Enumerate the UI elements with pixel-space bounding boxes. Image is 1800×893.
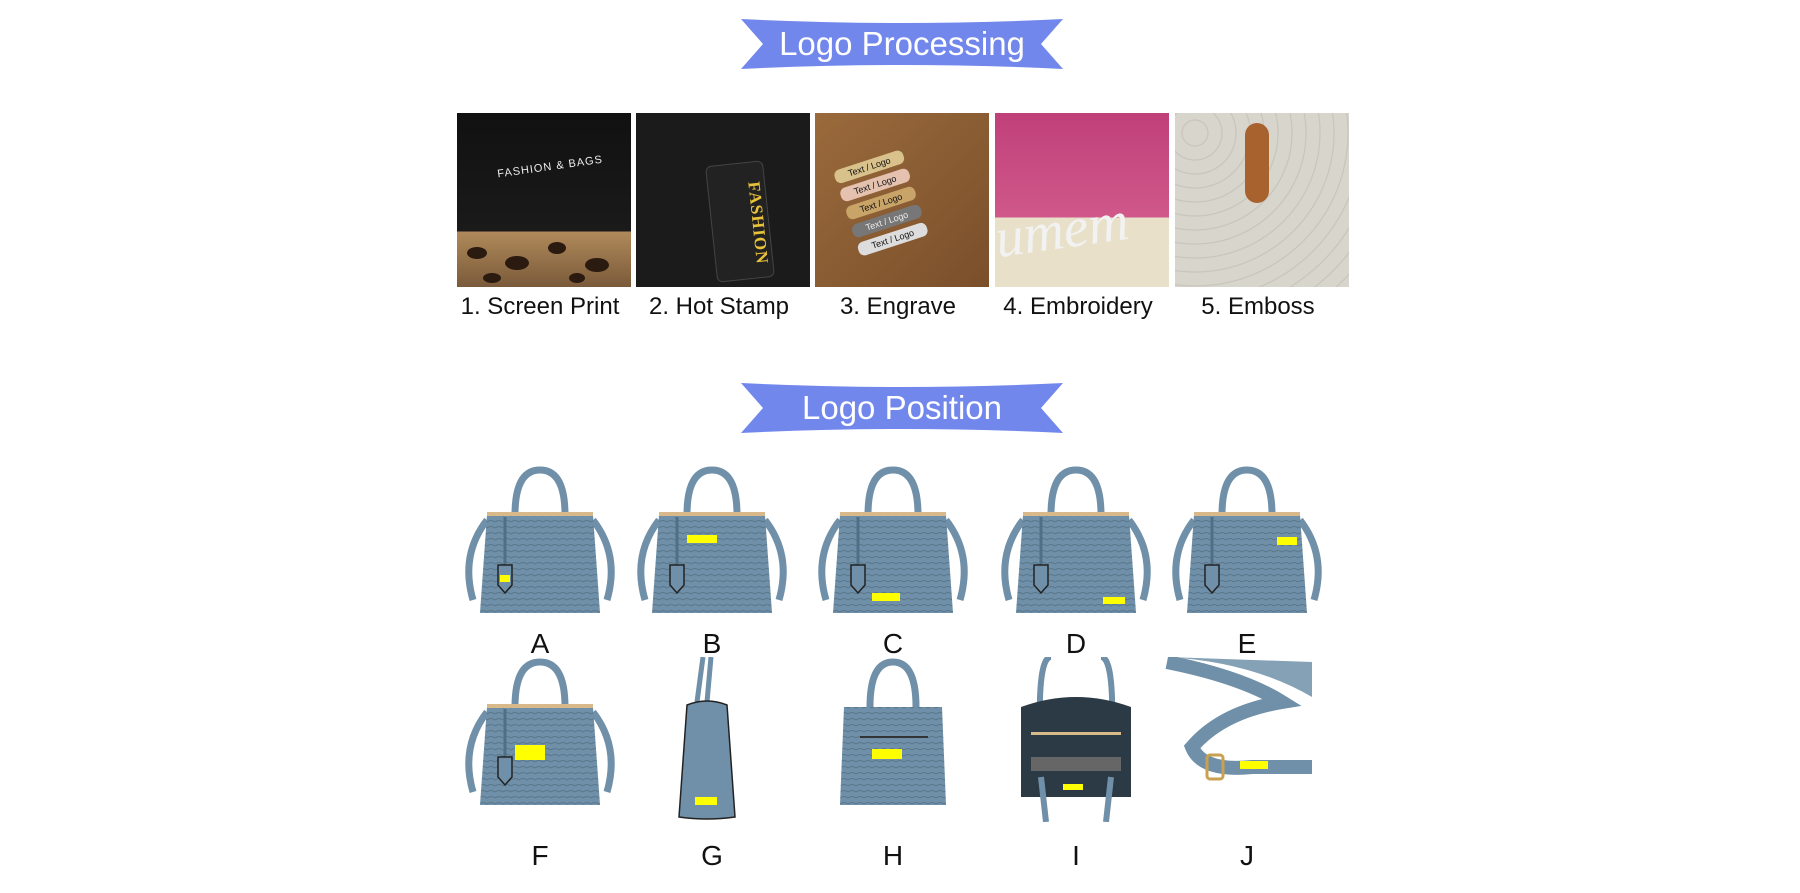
logo-position-marker xyxy=(872,593,900,601)
engrave-photo: Text / Logo Text / Logo Text / Logo Text… xyxy=(815,113,989,287)
bag-position-a xyxy=(455,465,625,630)
logo-position-marker xyxy=(1063,784,1083,790)
bag-position-g xyxy=(627,656,797,822)
logo-processing-banner: Logo Processing xyxy=(741,17,1063,71)
screen-print-photo: FASHION & BAGS xyxy=(457,113,631,287)
logo-position-banner: Logo Position xyxy=(741,381,1063,435)
bag-position-j xyxy=(1162,655,1332,822)
method-label: 5. Emboss xyxy=(1201,293,1315,320)
position-label: D xyxy=(1065,628,1087,659)
emboss-photo xyxy=(1175,113,1349,287)
position-label: F xyxy=(531,840,549,871)
hot-stamp-photo: FASHION xyxy=(636,113,810,287)
logo-position-marker xyxy=(515,745,545,760)
photo-text: FASHION & BAGS xyxy=(496,153,604,181)
method-label: 3. Engrave xyxy=(839,293,957,320)
embroidery-photo: umem xyxy=(995,113,1169,287)
position-label: H xyxy=(882,840,904,871)
method-label: 4. Embroidery xyxy=(1003,293,1153,320)
position-label: C xyxy=(882,628,904,659)
position-label: J xyxy=(1240,840,1254,871)
position-label: A xyxy=(530,628,550,659)
logo-position-marker xyxy=(1240,761,1268,769)
logo-position-marker xyxy=(1277,537,1297,545)
bag-position-d xyxy=(991,465,1161,630)
section-title: Logo Processing xyxy=(779,25,1025,62)
position-label: G xyxy=(701,840,723,871)
logo-position-marker xyxy=(687,535,717,543)
bag-position-i xyxy=(991,654,1161,823)
photo-text: umem xyxy=(995,189,1133,271)
logo-position-marker xyxy=(872,749,902,759)
position-label: E xyxy=(1237,628,1257,659)
method-label: 2. Hot Stamp xyxy=(648,293,790,320)
bag-position-c xyxy=(808,465,978,630)
section-title: Logo Position xyxy=(802,389,1002,426)
position-label: I xyxy=(1072,840,1080,871)
logo-position-marker xyxy=(695,797,717,805)
bag-position-f xyxy=(455,657,625,822)
method-label: 1. Screen Print xyxy=(460,293,620,320)
logo-position-marker xyxy=(1103,597,1125,604)
bag-position-b xyxy=(627,465,797,630)
bag-position-e xyxy=(1162,465,1332,630)
logo-position-marker xyxy=(500,575,510,582)
bag-position-h xyxy=(808,657,978,822)
position-label: B xyxy=(702,628,722,659)
